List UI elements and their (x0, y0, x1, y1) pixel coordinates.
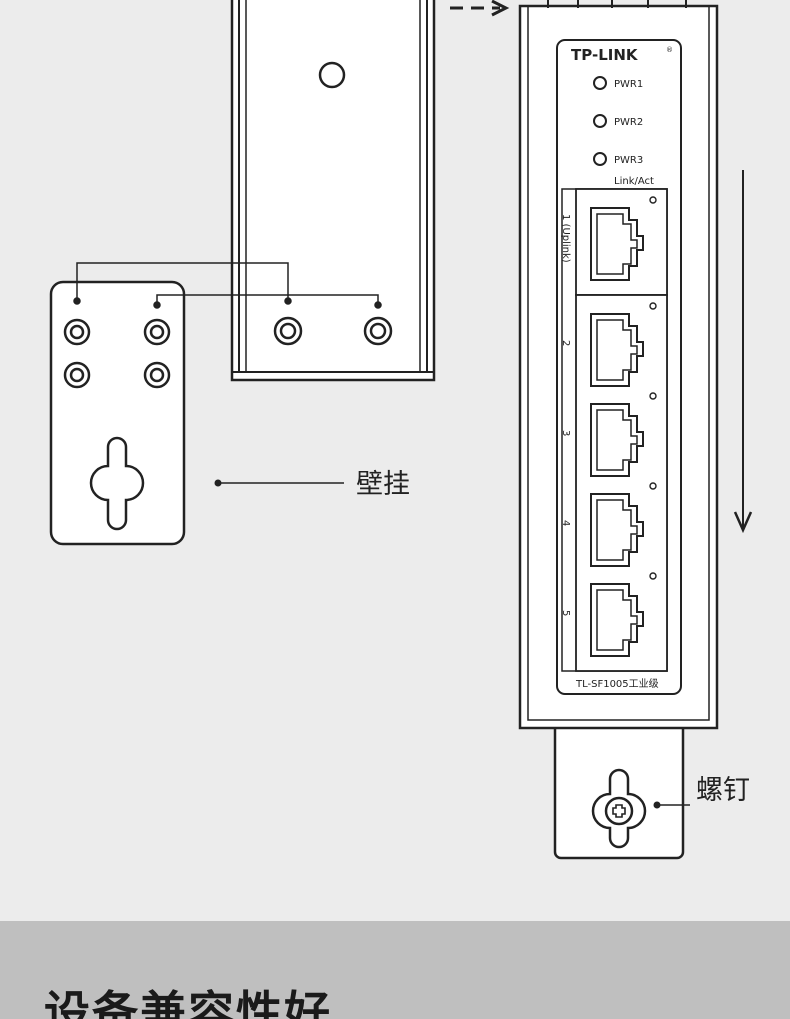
port-label: 3 (560, 430, 571, 436)
rail-screw-hole (363, 316, 393, 346)
section-heading: 设备兼容性好 (44, 986, 332, 1019)
led-indicator-icon (593, 76, 607, 90)
wall-mount-callout-line (214, 479, 344, 487)
model-label: TL-SF1005工业级 (575, 678, 659, 690)
plate-screw-hole (143, 361, 171, 389)
port-label: 2 (560, 340, 571, 346)
din-rail (230, 0, 436, 382)
wall-mount-label: 壁挂 (356, 469, 410, 500)
port-5: 5 (560, 572, 657, 657)
switch-device: TP-LINK ® PWR1 PWR2 PWR3 Link/Act 1 (Upl… (518, 0, 719, 730)
led-pwr2: PWR2 (593, 114, 643, 128)
port-4: 4 (560, 482, 657, 567)
led-label: PWR1 (614, 79, 643, 90)
section-band: 设备兼容性好 (0, 921, 790, 1019)
screw-label: 螺钉 (696, 775, 750, 806)
led-label: PWR3 (614, 155, 643, 166)
port-label: 1 (Uplink) (560, 214, 571, 263)
plate-screw-hole (143, 318, 171, 346)
brand-logo: TP-LINK (571, 46, 639, 64)
port-label: 4 (560, 520, 571, 526)
port-label: 5 (560, 610, 571, 616)
port-header-label: Link/Act (614, 176, 654, 187)
port-3: 3 (560, 392, 657, 477)
port-2: 2 (560, 302, 657, 387)
screw-callout-line (653, 801, 690, 809)
plate-screw-hole (63, 318, 91, 346)
led-pwr3: PWR3 (593, 152, 643, 166)
wall-mount-plate (49, 280, 186, 546)
dashed-arrow-right (450, 0, 510, 17)
plate-screw-hole (63, 361, 91, 389)
led-pwr1: PWR1 (593, 76, 643, 90)
port-1: 1 (Uplink) (560, 196, 657, 281)
bottom-bracket (553, 720, 685, 860)
led-indicator-icon (593, 152, 607, 166)
led-indicator-icon (593, 114, 607, 128)
down-arrow (733, 170, 753, 534)
brand-registered-mark: ® (666, 46, 673, 54)
led-label: PWR2 (614, 117, 643, 128)
rail-screw-hole (273, 316, 303, 346)
screw-icon (604, 796, 634, 826)
keyhole-slot (89, 436, 145, 531)
alignment-leaders (73, 262, 382, 309)
